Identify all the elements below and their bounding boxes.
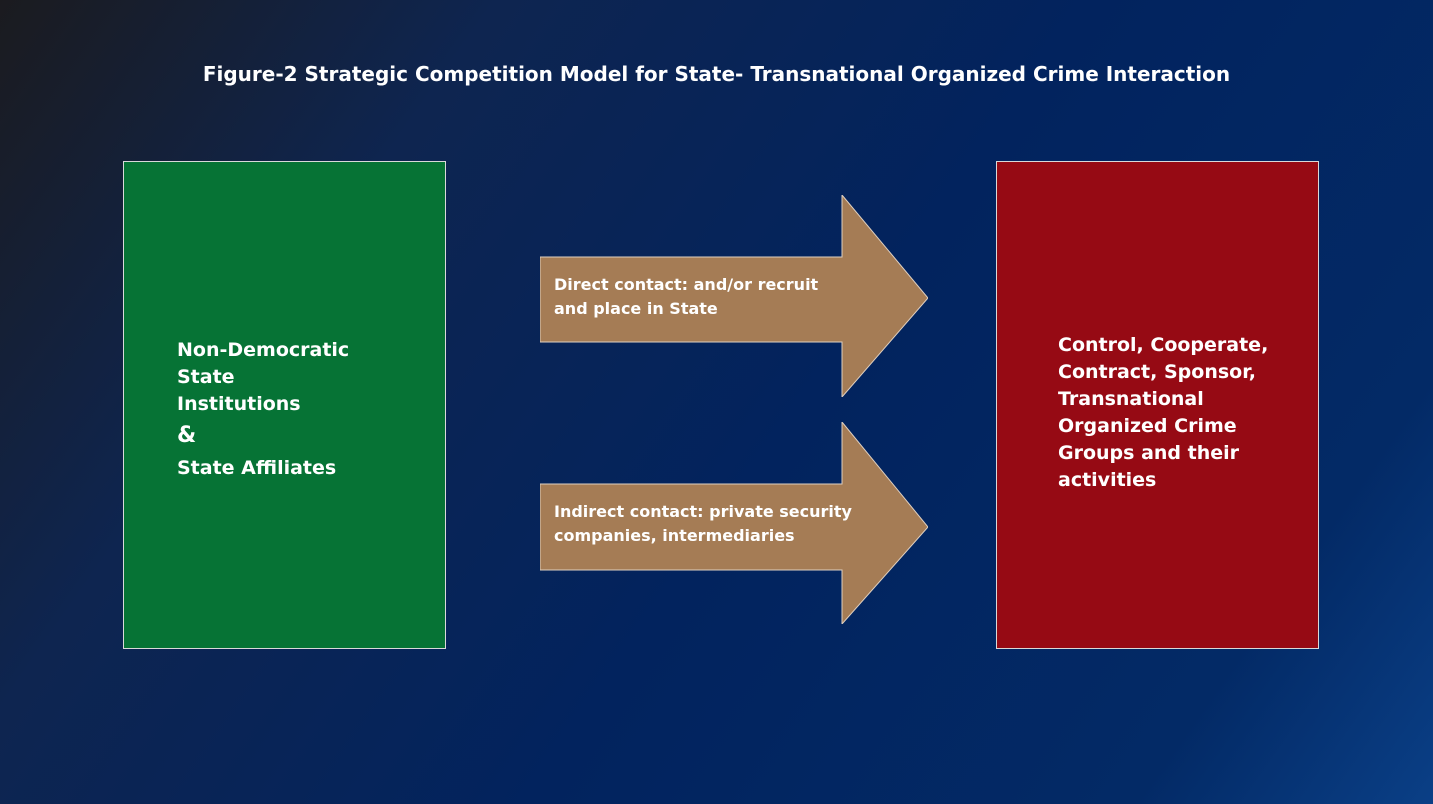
label-line: State [177, 366, 235, 388]
ampersand: & [177, 423, 197, 448]
figure-title: Figure-2 Strategic Competition Model for… [202, 62, 1231, 86]
organized-crime-box: Control, Cooperate, Contract, Sponsor, T… [996, 161, 1319, 649]
label-line: activities [1058, 469, 1157, 491]
label-line: State Affiliates [177, 457, 337, 479]
label-line: Organized Crime [1058, 415, 1237, 437]
direct-contact-arrow: Direct contact: and/or recruit and place… [540, 195, 928, 397]
arrow-label-line: Indirect contact: private security [554, 502, 852, 521]
state-institutions-box: Non-Democratic State Institutions & Stat… [123, 161, 446, 649]
label-line: Control, Cooperate, [1058, 334, 1269, 356]
label-line: Transnational [1058, 388, 1204, 410]
arrow-label-line: and place in State [554, 299, 718, 318]
arrow-shape-icon [540, 195, 928, 397]
label-line: Groups and their [1058, 442, 1240, 464]
arrow-label-line: companies, intermediaries [554, 526, 795, 545]
label-line: Non-Democratic [177, 339, 350, 361]
label-line: Institutions [177, 393, 301, 415]
label-line: Contract, Sponsor, [1058, 361, 1256, 383]
arrow-shape-icon [540, 422, 928, 624]
indirect-contact-arrow: Indirect contact: private security compa… [540, 422, 928, 624]
arrow-label-line: Direct contact: and/or recruit [554, 275, 819, 294]
